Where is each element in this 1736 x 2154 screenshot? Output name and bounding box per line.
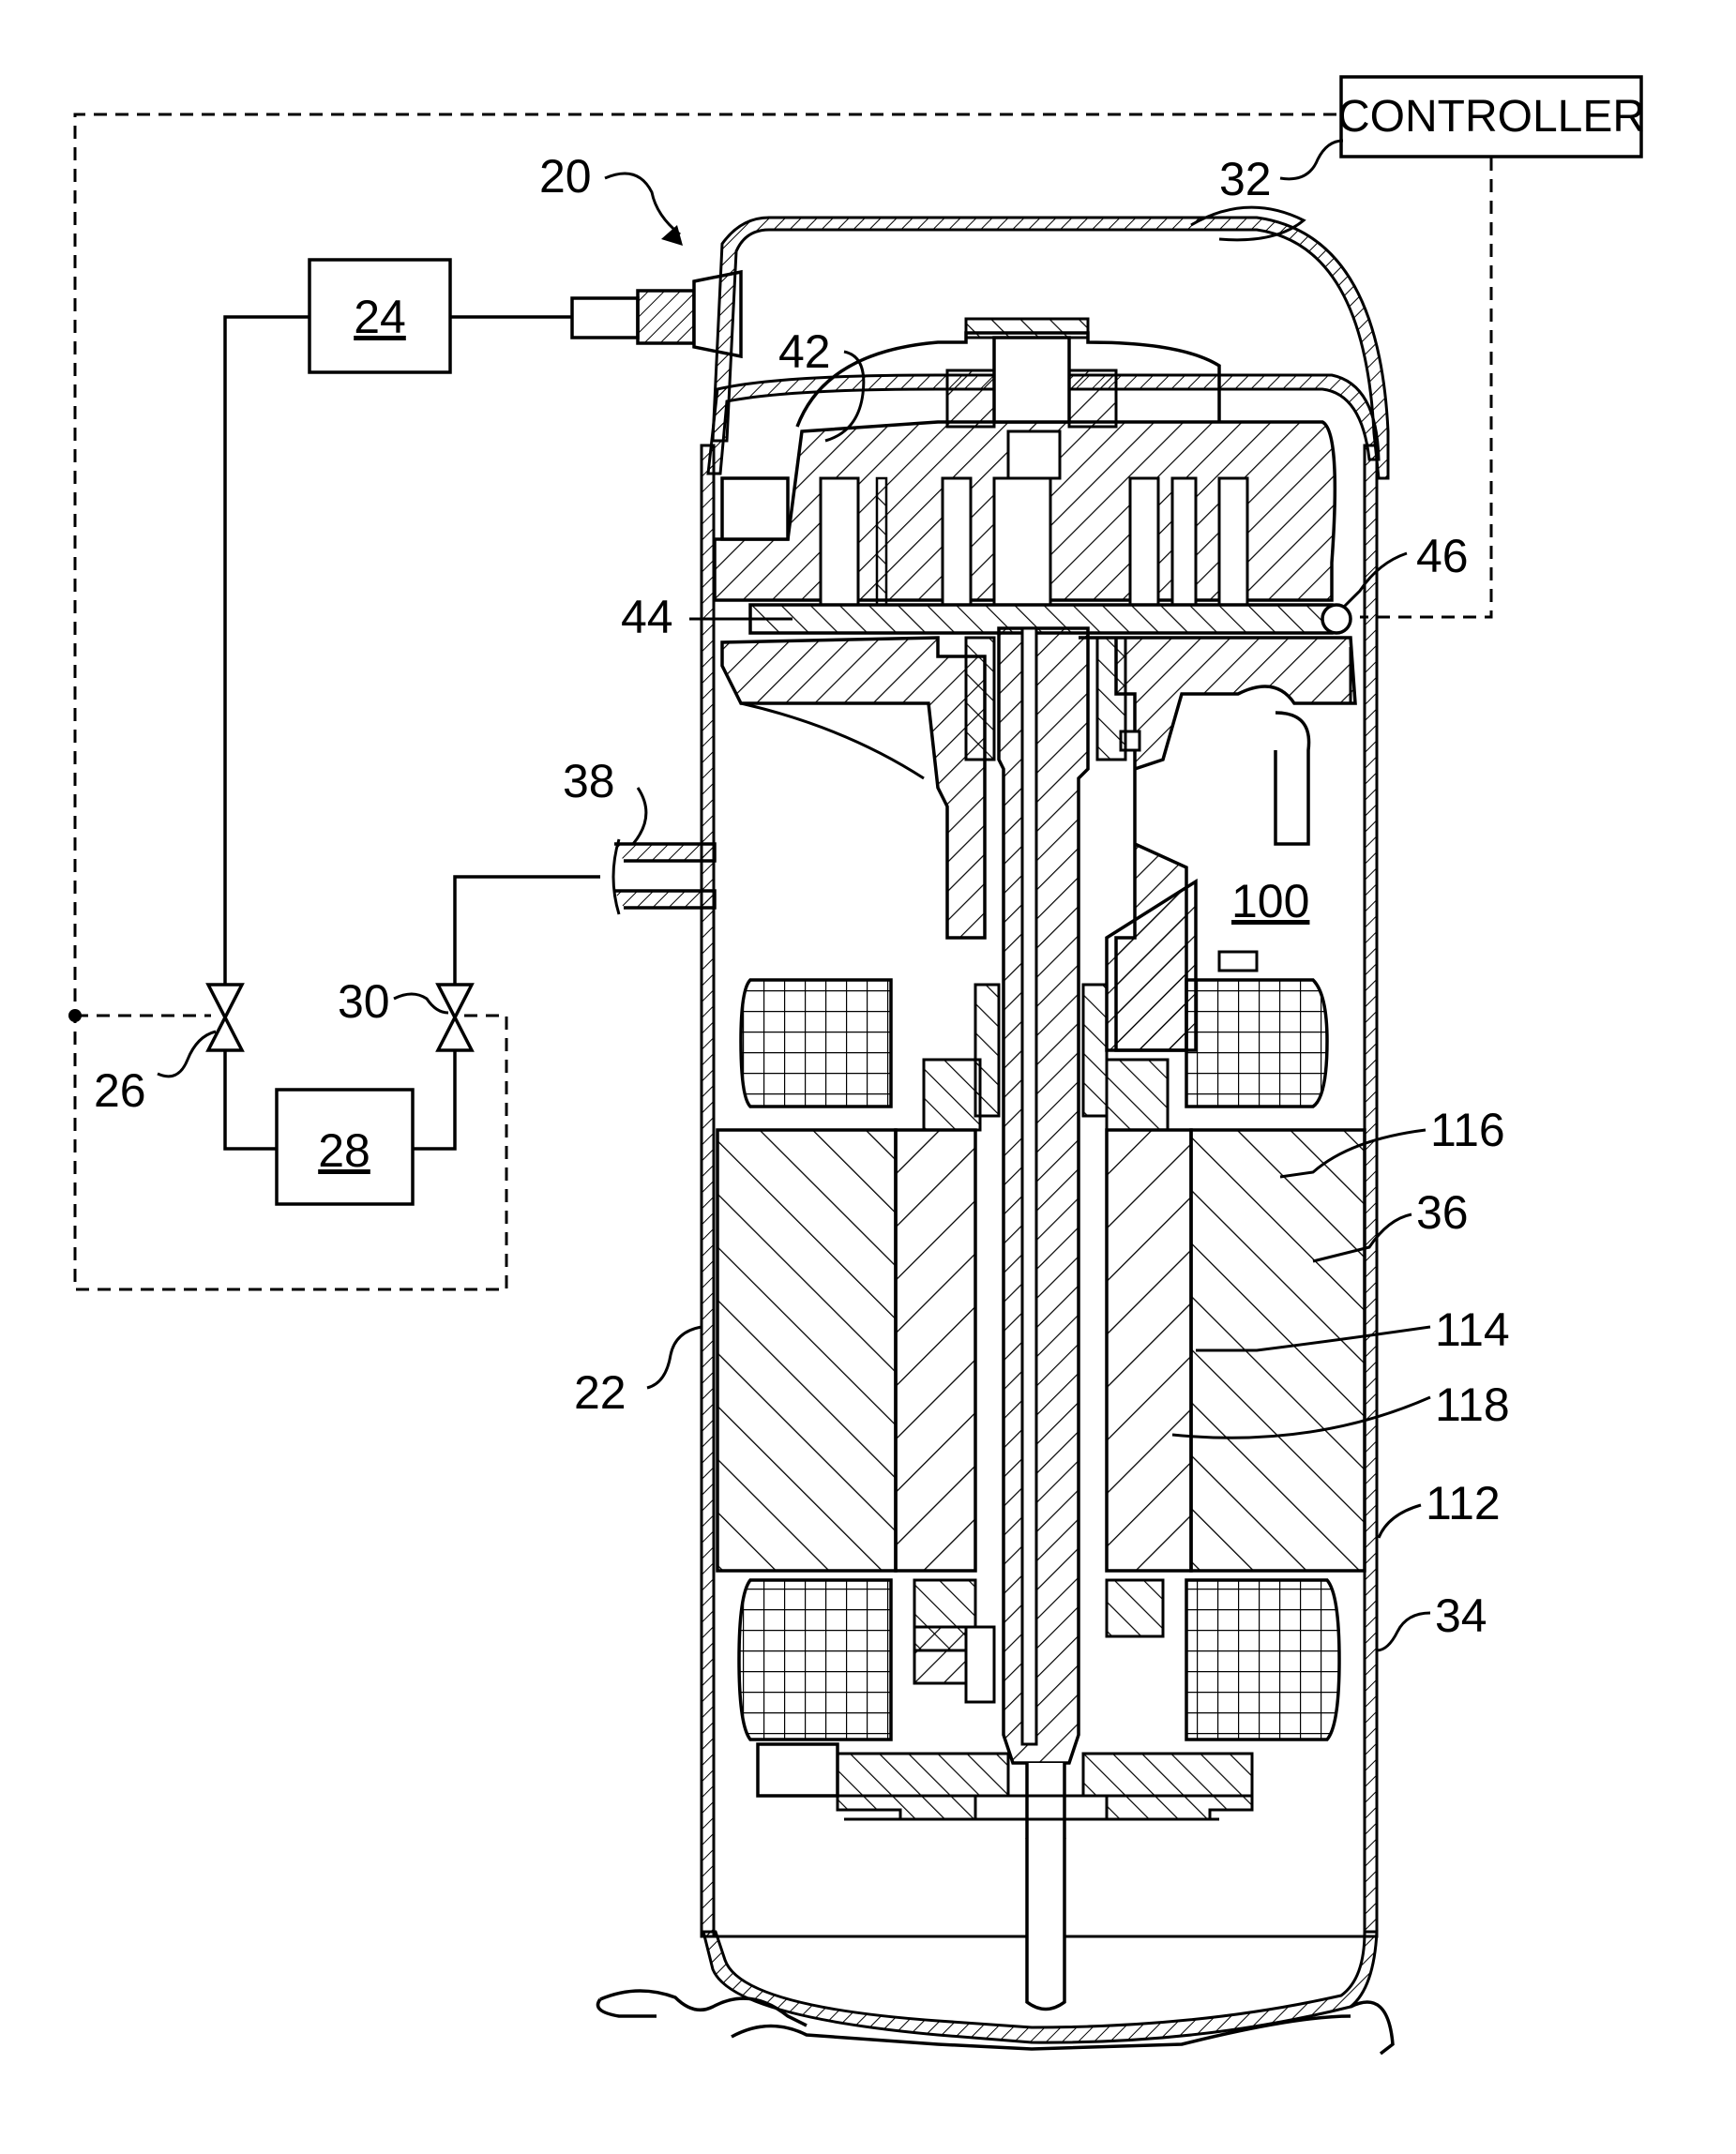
ref-28: 28 — [318, 1124, 370, 1177]
refrigerant-lines — [225, 317, 600, 1149]
lower-bearing — [758, 1744, 1252, 1819]
ref-32: 32 — [1219, 153, 1272, 205]
ref-112: 112 — [1426, 1477, 1501, 1529]
ref-118: 118 — [1435, 1378, 1510, 1431]
ref-34: 34 — [1435, 1589, 1487, 1642]
ref-36: 36 — [1416, 1186, 1469, 1239]
controller-box: CONTROLLER — [1337, 77, 1645, 157]
ref-20: 20 — [539, 150, 592, 203]
ref-30: 30 — [338, 975, 390, 1028]
ref-114: 114 — [1435, 1303, 1510, 1356]
valve-30-icon — [438, 985, 472, 1050]
discharge-fitting — [572, 272, 741, 356]
ref-44: 44 — [621, 591, 673, 643]
ref-46: 46 — [1416, 530, 1469, 582]
ref-100: 100 — [1231, 875, 1309, 927]
ref-38: 38 — [563, 755, 615, 807]
controller-label: CONTROLLER — [1337, 92, 1645, 142]
ref-116: 116 — [1430, 1104, 1505, 1156]
crankshaft — [966, 628, 1125, 2010]
ref-22: 22 — [574, 1366, 626, 1419]
ref-24: 24 — [354, 291, 406, 343]
suction-fitting-38 — [613, 839, 715, 914]
ref-42: 42 — [778, 325, 831, 378]
valve-26-icon — [208, 985, 242, 1050]
ref-26: 26 — [94, 1064, 146, 1117]
